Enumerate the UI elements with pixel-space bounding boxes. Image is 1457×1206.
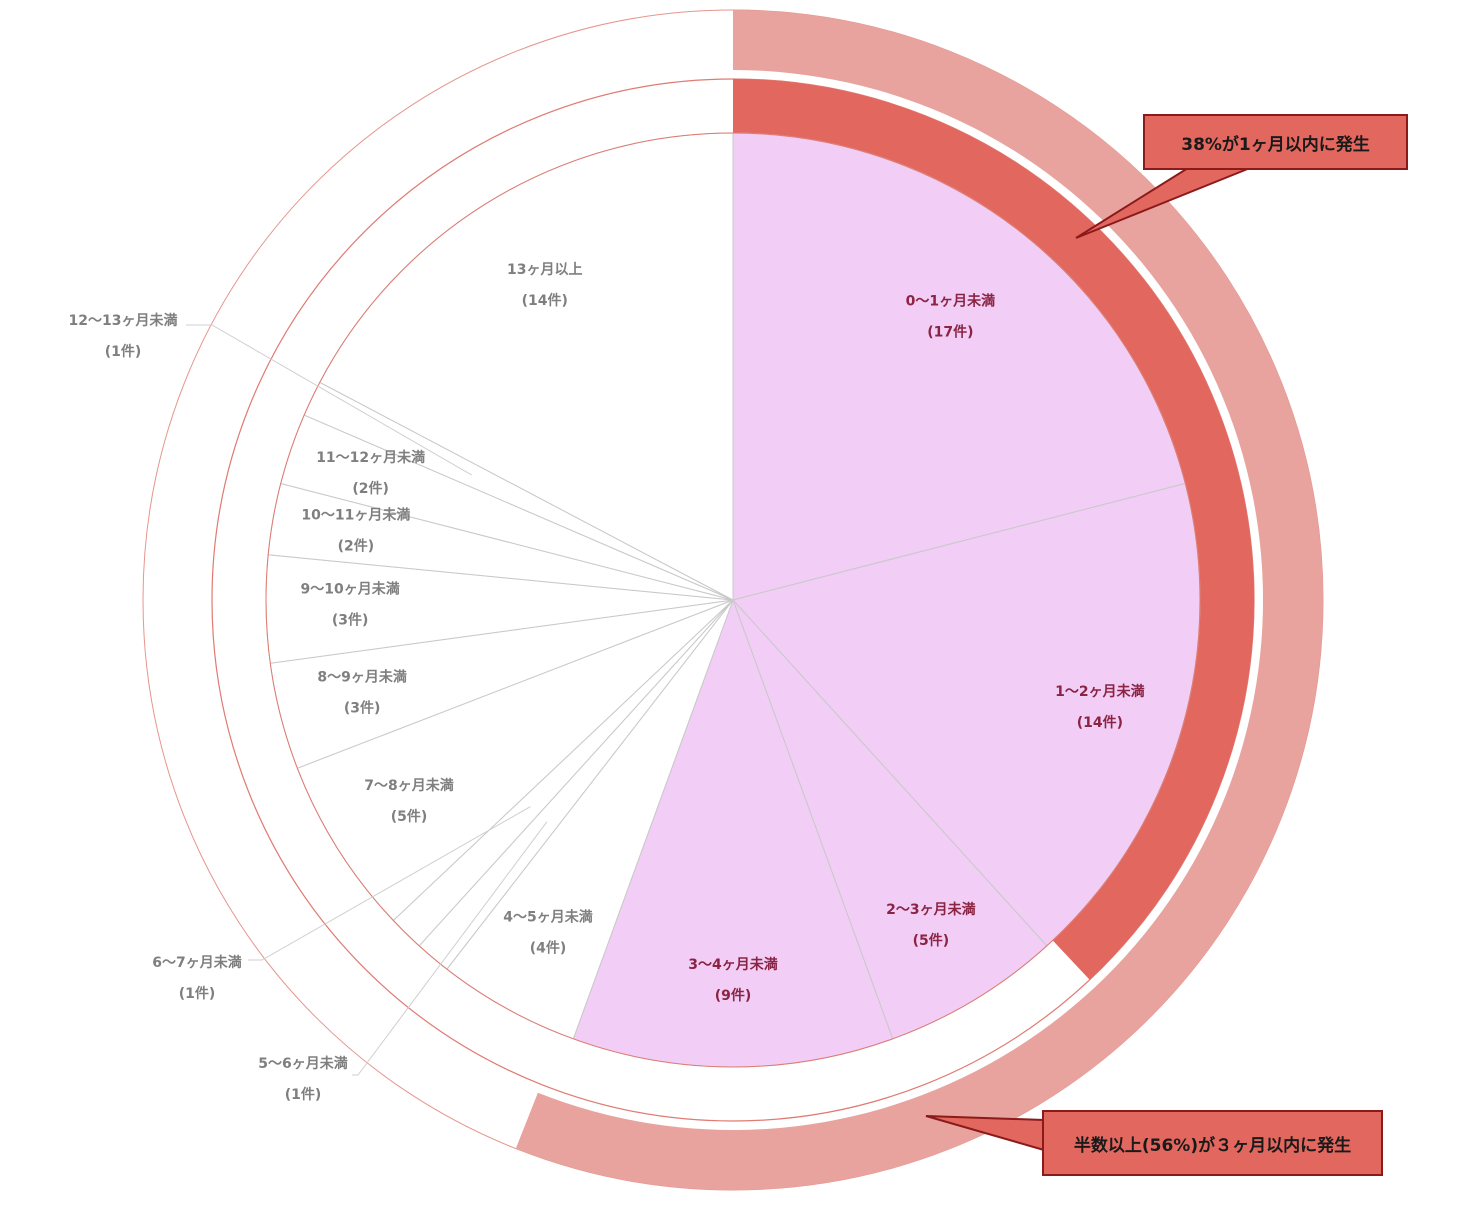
slice-label-5: 4〜5ヶ月未満 xyxy=(503,908,592,925)
slice-count-7: (1件) xyxy=(179,985,216,1002)
slice-count-9: (3件) xyxy=(344,700,381,717)
slice-count-12: (2件) xyxy=(352,480,389,497)
callout-three-months: 半数以上(56%)が３ヶ月以内に発生 xyxy=(1042,1110,1383,1176)
leader-line-6 xyxy=(352,821,548,1076)
leader-line-13 xyxy=(186,324,473,476)
ring-band-38pct xyxy=(733,79,1254,980)
slice-count-8: (5件) xyxy=(391,808,428,825)
slice-label-11: 10〜11ヶ月未満 xyxy=(301,507,410,524)
slice-count-14: (14件) xyxy=(522,292,568,309)
slice-count-11: (2件) xyxy=(338,538,375,555)
slice-label-8: 7〜8ヶ月未満 xyxy=(364,777,453,794)
slice-label-9: 8〜9ヶ月未満 xyxy=(317,669,406,686)
leader-line-7 xyxy=(248,806,531,961)
slice-count-13: (1件) xyxy=(105,343,142,360)
slice-count-3: (5件) xyxy=(913,932,950,949)
slice-label-1: 0〜1ヶ月未満 xyxy=(906,292,995,309)
slice-label-3: 2〜3ヶ月未満 xyxy=(886,901,975,918)
slice-label-7: 6〜7ヶ月未満 xyxy=(152,954,241,971)
slice-count-2: (14件) xyxy=(1077,714,1123,731)
slice-count-1: (17件) xyxy=(927,323,973,340)
slice-label-14: 13ヶ月以上 xyxy=(507,262,582,278)
slice-label-13: 12〜13ヶ月未満 xyxy=(69,312,178,329)
pie-outline xyxy=(265,132,1201,1068)
slice-label-12: 11〜12ヶ月未満 xyxy=(316,449,425,466)
slice-label-6: 5〜6ヶ月未満 xyxy=(258,1055,347,1072)
slice-count-6: (1件) xyxy=(285,1086,322,1103)
slice-label-4: 3〜4ヶ月未満 xyxy=(688,956,777,973)
slice-count-4: (9件) xyxy=(715,987,752,1004)
callout-one-month: 38%が1ヶ月以内に発生 xyxy=(1143,114,1408,170)
slice-label-10: 9〜10ヶ月未満 xyxy=(301,580,400,597)
slice-label-2: 1〜2ヶ月未満 xyxy=(1055,683,1144,700)
slice-count-5: (4件) xyxy=(530,939,567,956)
slice-count-10: (3件) xyxy=(332,611,369,628)
